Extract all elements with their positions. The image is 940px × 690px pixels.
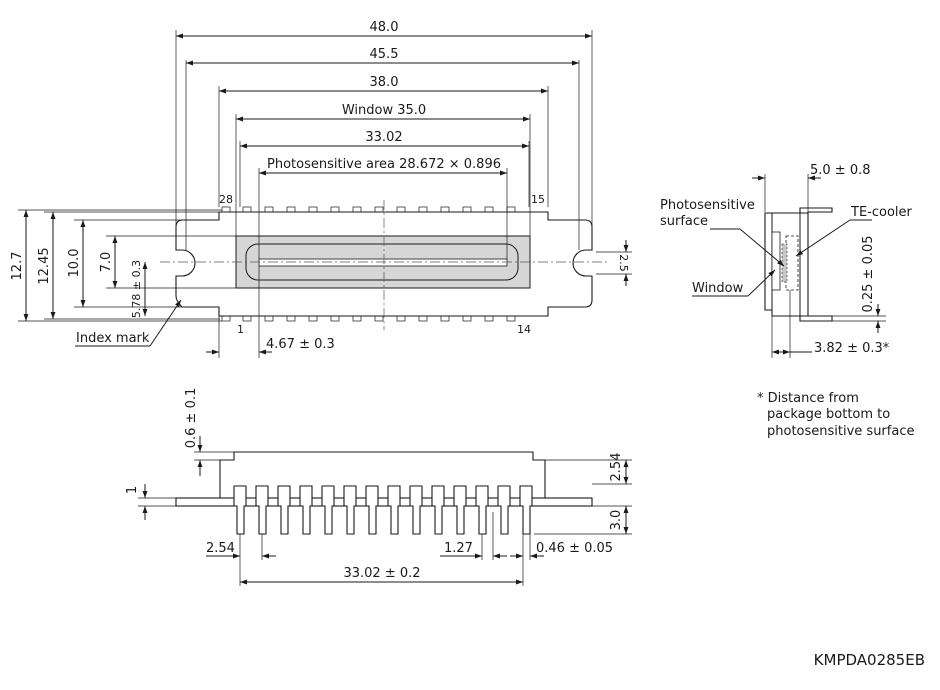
front-view: 0.6 ± 0.1 2.54 3.0 1 2.54 1.27: [125, 388, 632, 586]
dim-height-10-0: 10.0: [67, 249, 82, 278]
dim-height-12-7: 12.7: [10, 252, 25, 281]
pin-label-15: 15: [531, 193, 545, 206]
dim-3-82: 3.82 ± 0.3*: [814, 341, 890, 356]
dim-2-54-right: 2.54: [609, 453, 624, 482]
dim-offset-5-78: 5.78 ± 0.3: [130, 260, 143, 318]
photosensitive-area: [258, 258, 508, 267]
footnote: * Distance from package bottom to photos…: [757, 391, 914, 439]
dim-hole-spacing: 45.5: [370, 47, 399, 62]
photosensitive-surface-label-line2: surface: [660, 214, 708, 229]
top-pins: [221, 206, 516, 213]
dim-0-46: 0.46 ± 0.05: [536, 541, 613, 556]
te-cooler-label: TE-cooler: [850, 205, 913, 220]
footnote-line1: * Distance from: [757, 391, 859, 406]
footnote-line3: photosensitive surface: [767, 424, 914, 439]
dim-height-7-0: 7.0: [99, 252, 114, 273]
dim-photosensitive-area: Photosensitive area 28.672 × 0.896: [267, 157, 501, 172]
dim-0-25: 0.25 ± 0.05: [861, 235, 876, 312]
dim-hole-2-5: 2.5: [617, 254, 630, 272]
pin-label-1: 1: [237, 323, 244, 336]
dim-0-6: 0.6 ± 0.1: [184, 388, 199, 449]
window-label: Window: [692, 281, 744, 296]
bottom-pins: [221, 315, 516, 322]
dim-1: 1: [125, 486, 140, 494]
dim-pin-span: 33.02: [365, 130, 402, 145]
front-cap: [219, 451, 546, 499]
dim-5-0: 5.0 ± 0.8: [810, 163, 871, 178]
dim-overall-width: 48.0: [370, 20, 399, 35]
front-pins: [233, 485, 533, 535]
dim-height-12-45: 12.45: [37, 247, 52, 284]
drawing-code: KMPDA0285EB: [814, 651, 925, 669]
dim-offset-4-67: 4.67 ± 0.3: [266, 337, 335, 352]
footnote-line2: package bottom to: [767, 407, 890, 422]
index-mark-label: Index mark: [76, 331, 150, 346]
dim-2-54-pitch: 2.54: [206, 541, 235, 556]
pin-label-14: 14: [517, 323, 531, 336]
dim-body-width: 38.0: [370, 75, 399, 90]
dim-1-27: 1.27: [444, 541, 473, 556]
pin-label-28: 28: [219, 193, 233, 206]
dim-window: Window 35.0: [342, 103, 426, 118]
dim-3-0: 3.0: [609, 510, 624, 531]
front-flange: [175, 497, 593, 507]
dim-33-02: 33.02 ± 0.2: [343, 566, 420, 581]
side-view: 5.0 ± 0.8 Photosensitive surface TE-cool…: [660, 163, 913, 358]
photosensitive-surface-label-line1: Photosensitive: [660, 198, 755, 213]
top-view: 48.0 45.5 38.0 Window 35.0 33.02 Photose…: [10, 20, 632, 358]
